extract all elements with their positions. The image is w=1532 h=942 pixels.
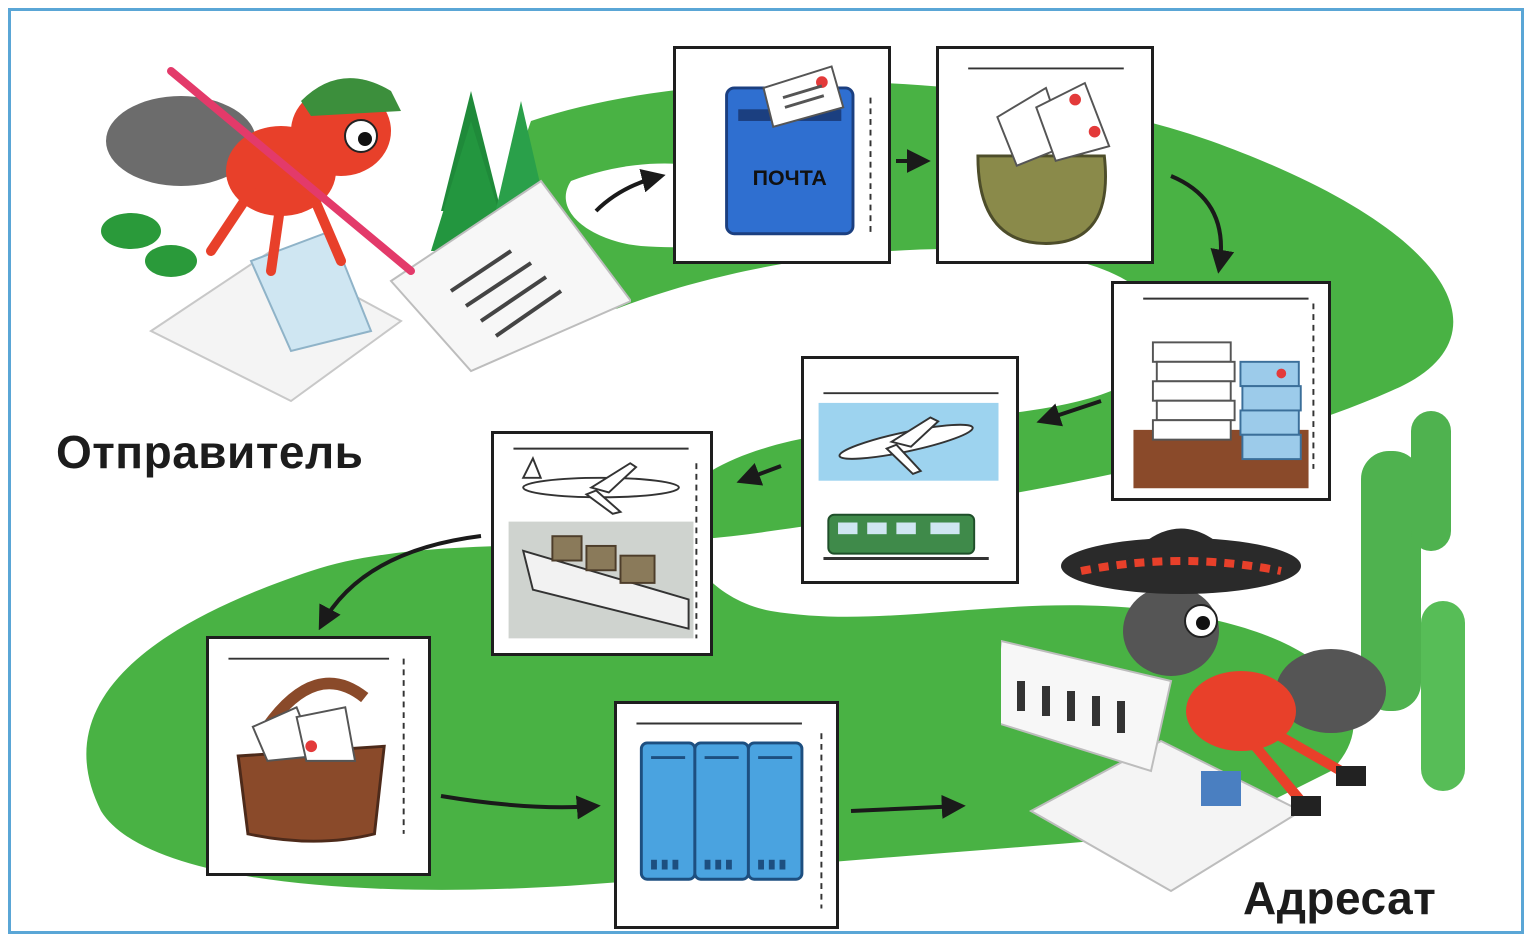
step-card-mailboxes (614, 701, 839, 929)
sender-ant-illustration (71, 31, 631, 411)
plane-icon (523, 458, 679, 513)
train-icon (823, 515, 988, 559)
illustration-frame: Отправитель ПОЧТА (8, 8, 1524, 934)
step-card-transport (801, 356, 1019, 584)
step-card-postman-bag (206, 636, 431, 876)
step-card-mail-sack (936, 46, 1154, 264)
mailbox-sign-text: ПОЧТА (753, 166, 827, 190)
postman-bag-icon (209, 639, 428, 873)
recipient-label: Адресат (1243, 871, 1436, 925)
mail-sack-icon (939, 49, 1151, 261)
step-card-airport-conveyor (491, 431, 713, 656)
plane-train-icon (804, 359, 1016, 581)
mailbox-icon: ПОЧТА (676, 49, 888, 261)
post-boxes-icon (617, 704, 836, 926)
plane-conveyor-icon (494, 434, 710, 653)
sender-label: Отправитель (56, 425, 363, 479)
recipient-ant-illustration (1001, 371, 1521, 931)
step-card-mailbox: ПОЧТА (673, 46, 891, 264)
